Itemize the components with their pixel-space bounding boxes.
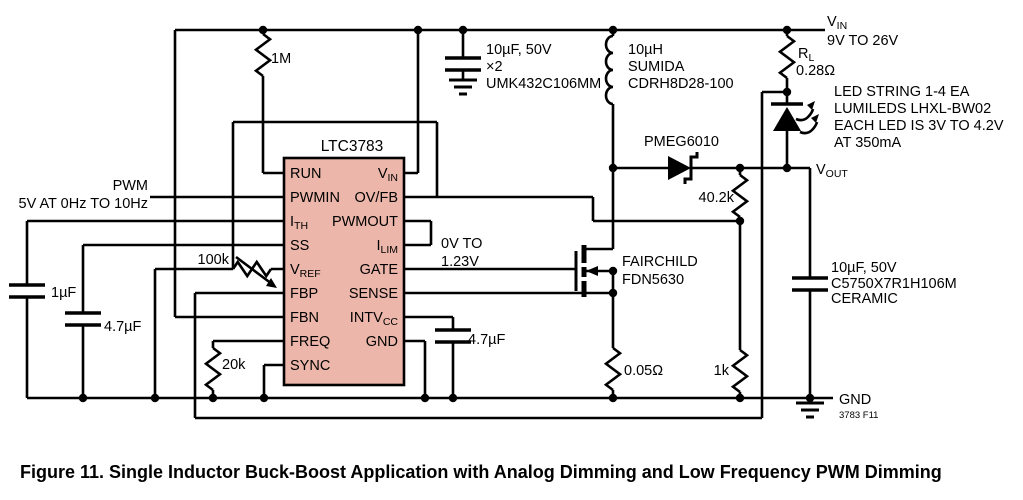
pin-run: RUN xyxy=(290,166,321,182)
pin-ss: SS xyxy=(290,238,309,254)
schottky-diode-symbol xyxy=(668,152,699,184)
ilim-range-line1: 0V TO xyxy=(441,236,482,252)
ith-cap-value: 1µF xyxy=(51,285,76,301)
mosfet-vendor: FAIRCHILD xyxy=(622,254,698,270)
pot-wiper-line xyxy=(235,255,273,286)
vin-rail-range: 9V TO 26V xyxy=(827,33,899,49)
pullup-resistor-value: 1M xyxy=(271,51,291,67)
output-cap-value: 10µF, 50V xyxy=(831,260,897,276)
right-circuit-wires xyxy=(404,166,812,403)
pin-sense: SENSE xyxy=(349,286,398,302)
diode-schottky-bar xyxy=(683,152,699,184)
led-note-line3: EACH LED IS 3V TO 4.2V xyxy=(834,118,1004,134)
led-light-arrow-1 xyxy=(799,121,819,135)
figure-reference: 3783 F11 xyxy=(839,410,878,421)
led-triangle xyxy=(773,107,801,131)
ic-ltc3783: LTC3783 RUN PWMIN ITH SS VREF FBP FBN FR… xyxy=(282,138,406,387)
ground-symbols xyxy=(449,78,824,419)
input-cap-value: 10µF, 50V xyxy=(486,42,552,58)
inductor-partnum: CDRH8D28-100 xyxy=(628,76,734,92)
gnd-label: GND xyxy=(839,392,871,408)
inductor-coil-symbol xyxy=(604,34,614,106)
output-cap-partnum: C5750X7R1H106M xyxy=(831,276,957,292)
pin-fbn: FBN xyxy=(290,310,319,326)
ilim-range-line2: 1.23V xyxy=(441,254,479,270)
pin-pwmout: PWMOUT xyxy=(332,214,398,230)
led-symbol xyxy=(773,101,819,135)
pwm-input-spec: 5V AT 0Hz TO 10Hz xyxy=(19,196,149,212)
led-note-line2: LUMILEDS LHXL-BW02 xyxy=(834,101,991,117)
pot-wiper-arrow xyxy=(235,255,277,288)
diode-partnum: PMEG6010 xyxy=(644,134,719,150)
pin-vref: VREF xyxy=(290,262,321,280)
pin-gate: GATE xyxy=(360,262,399,278)
led-light-arrowhead-2 xyxy=(807,101,815,110)
mosfet-partnum: FDN5630 xyxy=(622,272,684,288)
freq-resistor-value: 20k xyxy=(222,357,246,373)
pin-fbp: FBP xyxy=(290,286,318,302)
figure-caption: Figure 11. Single Inductor Buck-Boost Ap… xyxy=(20,462,942,482)
led-note-line4: AT 350mA xyxy=(834,135,901,151)
led-ballast-resistor-name: RL xyxy=(798,46,814,64)
pin-ilim: ILIM xyxy=(376,238,398,256)
divider-bottom-value: 1k xyxy=(714,363,730,379)
pin-ith: ITH xyxy=(290,214,308,232)
vout-label: VOUT xyxy=(816,162,848,180)
intvcc-cap-value: 4.7µF xyxy=(468,332,506,348)
led-light-arrow-2 xyxy=(795,108,815,122)
pwm-input-label: PWM xyxy=(113,178,148,194)
led-ballast-resistor-value: 0.28Ω xyxy=(796,63,835,79)
pot-wiper-arrowhead xyxy=(266,278,277,288)
output-cap-type: CERAMIC xyxy=(831,291,898,307)
led-light-arrowhead-1 xyxy=(811,114,819,123)
mosfet-body-arrow xyxy=(586,266,598,276)
left-circuit-wires xyxy=(25,90,833,420)
mosfet-symbol xyxy=(574,245,598,297)
diode-anode-triangle xyxy=(668,156,691,180)
capacitor-plates xyxy=(9,56,828,344)
ic-body xyxy=(282,156,406,387)
divider-top-value: 40.2k xyxy=(699,190,735,206)
vin-rail-label: VIN xyxy=(827,14,847,32)
input-cap-qty: ×2 xyxy=(486,59,503,75)
inductor-vendor: SUMIDA xyxy=(628,59,685,75)
pin-pwmin: PWMIN xyxy=(290,190,340,206)
pin-freq: FREQ xyxy=(290,334,330,350)
junction-dots xyxy=(78,25,815,403)
inductor-value: 10µH xyxy=(628,42,663,58)
led-note-line1: LED STRING 1-4 EA xyxy=(834,84,970,100)
pin-vin: VIN xyxy=(378,166,398,184)
current-sense-value: 0.05Ω xyxy=(624,363,663,379)
pin-ovfb: OV/FB xyxy=(354,190,398,206)
input-cap-partnum: UMK432C106MM xyxy=(486,76,601,92)
pin-intvcc: INTVCC xyxy=(350,310,399,328)
pot-value: 100k xyxy=(198,252,230,268)
annotations: PWM 5V AT 0Hz TO 10Hz 1M 10µF, 50V ×2 UM… xyxy=(19,14,1004,421)
ic-title: LTC3783 xyxy=(321,138,384,155)
ss-cap-value: 4.7µF xyxy=(104,319,142,335)
resistor-zigzags xyxy=(203,32,797,394)
pin-sync: SYNC xyxy=(290,358,330,374)
pin-gnd: GND xyxy=(366,334,398,350)
